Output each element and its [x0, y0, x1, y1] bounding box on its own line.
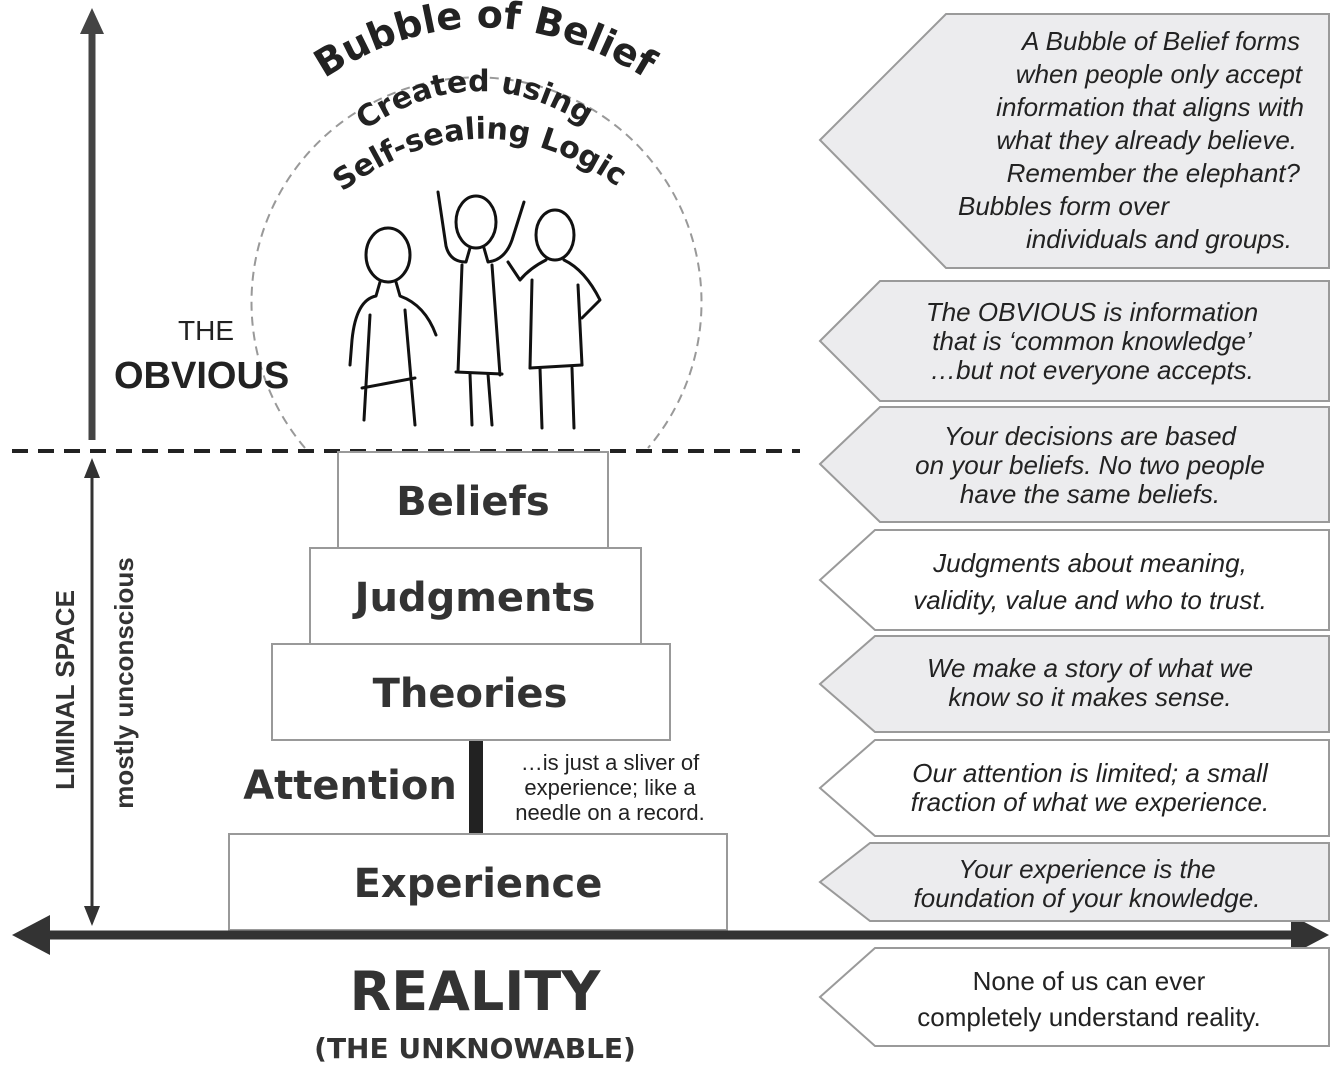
layer-experience-label: Experience: [354, 861, 603, 907]
note-experience-line1: Your experience is the: [958, 854, 1215, 884]
layer-judgments-label: Judgments: [352, 575, 596, 621]
note-bubble-line6: Bubbles form over: [958, 191, 1170, 221]
layer-attention: Attention …is just a sliver of experienc…: [243, 741, 705, 834]
note-obvious-line2: that is ‘common knowledge’: [932, 326, 1253, 356]
obvious-label-large: OBVIOUS: [114, 355, 289, 397]
liminal-space-label: LIMINAL SPACE: [50, 590, 80, 790]
layer-experience: Experience: [228, 833, 728, 931]
note-beliefs-line2: on your beliefs. No two people: [915, 450, 1265, 480]
liminal-axis-arrow: [84, 458, 100, 926]
note-bubble: A Bubble of Belief forms when people onl…: [818, 13, 1330, 269]
note-beliefs-line1: Your decisions are based: [944, 421, 1238, 451]
obvious-axis-arrow: [80, 8, 104, 440]
note-attention: Our attention is limited; a small fracti…: [818, 739, 1330, 837]
reality-subtitle: (THE UNKNOWABLE): [314, 1032, 636, 1065]
note-beliefs-line3: have the same beliefs.: [960, 479, 1220, 509]
note-bubble-line4: what they already believe.: [996, 125, 1297, 155]
note-obvious: The OBVIOUS is information that is ‘comm…: [818, 280, 1330, 402]
note-reality-line1: None of us can ever: [973, 966, 1206, 996]
note-beliefs: Your decisions are based on your beliefs…: [818, 406, 1330, 523]
layer-theories-label: Theories: [373, 671, 568, 717]
bubble-dashed-circle: [250, 76, 703, 449]
note-experience-line2: foundation of your knowledge.: [914, 883, 1261, 913]
note-obvious-line1: The OBVIOUS is information: [926, 297, 1258, 327]
person-middle-icon: [436, 190, 526, 427]
note-obvious-line3: …but not everyone accepts.: [930, 355, 1254, 385]
note-reality-line2: completely understand reality.: [917, 1002, 1260, 1032]
note-attention-line1: Our attention is limited; a small: [912, 758, 1269, 788]
person-left-icon: [348, 226, 438, 427]
note-bubble-line1: A Bubble of Belief forms: [1020, 26, 1300, 56]
attention-needle-bar: [469, 741, 483, 834]
note-judgments-line2: validity, value and who to trust.: [913, 585, 1267, 615]
attention-note-line1: …is just a sliver of: [521, 750, 700, 775]
reality-title: REALITY: [350, 960, 602, 1023]
attention-note-line2: experience; like a: [524, 775, 696, 800]
person-right-icon: [506, 208, 602, 430]
note-reality: None of us can ever completely understan…: [818, 947, 1330, 1047]
note-attention-line2: fraction of what we experience.: [911, 787, 1269, 817]
liminal-space-sublabel: mostly unconscious: [109, 557, 139, 808]
note-theories-line2: know so it makes sense.: [948, 682, 1231, 712]
layer-beliefs: Beliefs: [337, 451, 609, 549]
attention-note-line3: needle on a record.: [515, 800, 705, 825]
note-experience: Your experience is the foundation of you…: [818, 842, 1330, 922]
layer-judgments: Judgments: [309, 547, 642, 645]
people-figures-icon: [348, 190, 602, 430]
note-theories-line1: We make a story of what we: [927, 653, 1253, 683]
layer-theories: Theories: [271, 643, 671, 741]
layer-attention-label: Attention: [243, 763, 457, 809]
note-bubble-line2: when people only accept: [1016, 59, 1304, 89]
obvious-label-small: THE: [178, 315, 234, 346]
note-judgments: Judgments about meaning, validity, value…: [818, 529, 1330, 631]
note-judgments-line1: Judgments about meaning,: [932, 548, 1247, 578]
note-bubble-line3: information that aligns with: [996, 92, 1304, 122]
layer-beliefs-label: Beliefs: [396, 479, 549, 525]
note-theories: We make a story of what we know so it ma…: [818, 635, 1330, 733]
reality-axis-arrow: [12, 915, 1329, 955]
note-bubble-line5: Remember the elephant?: [1007, 158, 1301, 188]
note-bubble-line7: individuals and groups.: [1026, 224, 1292, 254]
